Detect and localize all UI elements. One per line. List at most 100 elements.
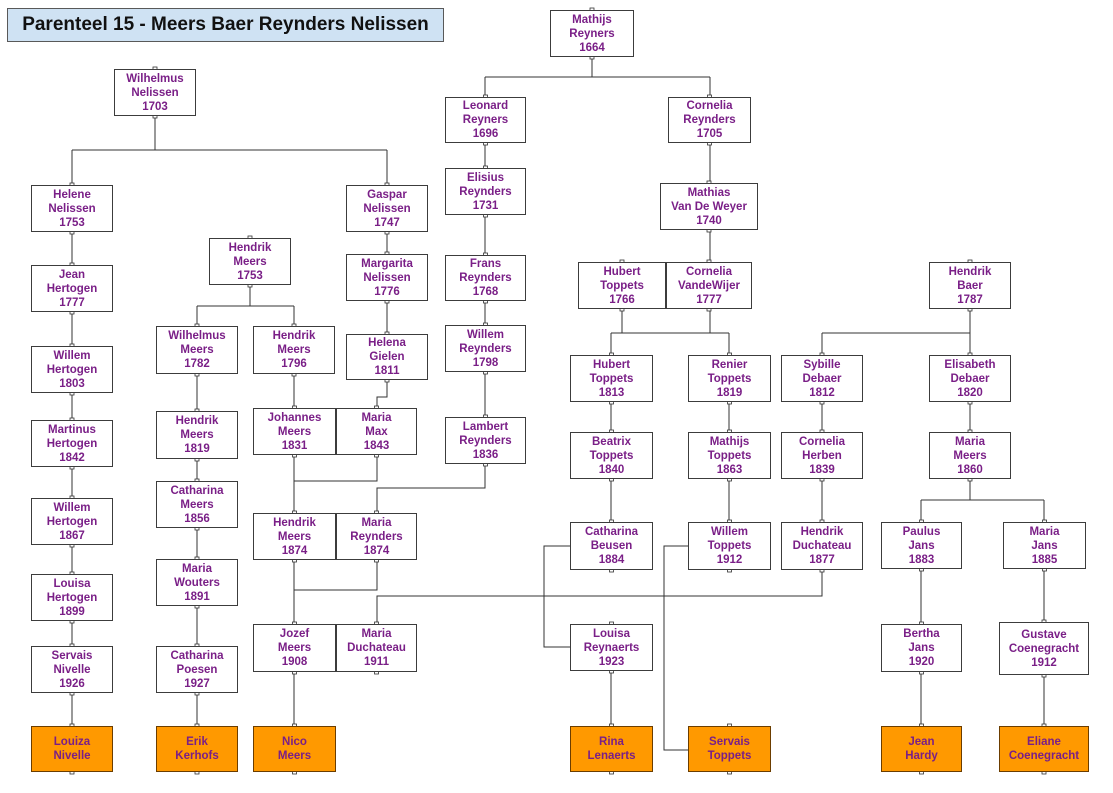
person-box[interactable]: Johannes Meers 1831 bbox=[253, 408, 336, 455]
person-box[interactable]: Servais Nivelle 1926 bbox=[31, 646, 113, 693]
person-box[interactable]: Maria Jans 1885 bbox=[1003, 522, 1086, 569]
person-box[interactable]: Cornelia VandeWijer 1777 bbox=[666, 262, 752, 309]
person-box[interactable]: Gustave Coenegracht 1912 bbox=[999, 622, 1089, 675]
person-box[interactable]: Elisabeth Debaer 1820 bbox=[929, 355, 1011, 402]
person-box[interactable]: Helene Nelissen 1753 bbox=[31, 185, 113, 232]
connector bbox=[376, 570, 823, 624]
person-box[interactable]: Hubert Toppets 1766 bbox=[578, 262, 666, 309]
person-label: Catharina Poesen 1927 bbox=[170, 649, 224, 690]
person-box[interactable]: Bertha Jans 1920 bbox=[881, 624, 962, 672]
person-box[interactable]: Hendrik Meers 1819 bbox=[156, 411, 238, 459]
person-box[interactable]: Hendrik Baer 1787 bbox=[929, 262, 1011, 309]
person-box[interactable]: Martinus Hertogen 1842 bbox=[31, 420, 113, 467]
person-box[interactable]: Mathias Van De Weyer 1740 bbox=[660, 183, 758, 230]
person-label: Hubert Toppets 1766 bbox=[600, 265, 644, 306]
person-box[interactable]: Elisius Reynders 1731 bbox=[445, 168, 526, 215]
person-box[interactable]: Willem Reynders 1798 bbox=[445, 325, 526, 372]
person-box[interactable]: Catharina Meers 1856 bbox=[156, 481, 238, 528]
person-box[interactable]: Hendrik Meers 1796 bbox=[253, 326, 335, 374]
person-box[interactable]: Willem Toppets 1912 bbox=[688, 522, 771, 570]
person-box[interactable]: Helena Gielen 1811 bbox=[346, 334, 428, 380]
person-box[interactable]: Catharina Beusen 1884 bbox=[570, 522, 653, 570]
connector bbox=[293, 560, 378, 624]
person-label: Frans Reynders 1768 bbox=[459, 258, 512, 298]
descendant-box[interactable]: Jean Hardy bbox=[881, 726, 962, 772]
person-label: Catharina Beusen 1884 bbox=[584, 526, 639, 566]
person-box[interactable]: Catharina Poesen 1927 bbox=[156, 646, 238, 693]
person-label: Maria Wouters 1891 bbox=[174, 562, 220, 603]
person-label: Hendrik Meers 1753 bbox=[228, 241, 272, 282]
person-box[interactable]: Frans Reynders 1768 bbox=[445, 255, 526, 301]
person-box[interactable]: Maria Wouters 1891 bbox=[156, 559, 238, 606]
person-label: Jean Hardy bbox=[905, 736, 938, 762]
person-box[interactable]: Leonard Reyners 1696 bbox=[445, 97, 526, 143]
person-box[interactable]: Gaspar Nelissen 1747 bbox=[346, 185, 428, 232]
person-box[interactable]: Cornelia Reynders 1705 bbox=[668, 97, 751, 143]
person-box[interactable]: Sybille Debaer 1812 bbox=[781, 355, 863, 402]
person-box[interactable]: Maria Max 1843 bbox=[336, 408, 417, 455]
person-label: Leonard Reyners 1696 bbox=[462, 100, 509, 140]
person-label: Hendrik Meers 1796 bbox=[272, 330, 316, 370]
person-label: Wilhelmus Nelissen 1703 bbox=[126, 72, 184, 113]
person-label: Erik Kerhofs bbox=[175, 736, 219, 762]
person-label: Hendrik Meers 1874 bbox=[273, 516, 316, 557]
person-label: Rina Lenaerts bbox=[587, 736, 636, 762]
person-box[interactable]: Beatrix Toppets 1840 bbox=[570, 432, 653, 479]
person-box[interactable]: Mathijs Reyners 1664 bbox=[550, 10, 634, 57]
person-box[interactable]: Wilhelmus Meers 1782 bbox=[156, 326, 238, 374]
person-box[interactable]: Lambert Reynders 1836 bbox=[445, 417, 526, 464]
person-box[interactable]: Willem Hertogen 1867 bbox=[31, 498, 113, 545]
person-box[interactable]: Willem Hertogen 1803 bbox=[31, 346, 113, 393]
person-label: Renier Toppets 1819 bbox=[707, 358, 752, 399]
person-label: Mathijs Toppets 1863 bbox=[707, 435, 752, 476]
descendant-box[interactable]: Servais Toppets bbox=[688, 726, 771, 772]
person-box[interactable]: Hendrik Duchateau 1877 bbox=[781, 522, 863, 570]
connector bbox=[821, 309, 971, 355]
person-label: Maria Duchateau 1911 bbox=[347, 628, 406, 668]
person-label: Helene Nelissen 1753 bbox=[48, 188, 96, 229]
person-label: Elisius Reynders 1731 bbox=[459, 171, 512, 212]
person-label: Johannes Meers 1831 bbox=[267, 411, 322, 452]
descendant-box[interactable]: Nico Meers bbox=[253, 726, 336, 772]
person-label: Servais Toppets bbox=[707, 736, 752, 762]
descendant-box[interactable]: Eliane Coenegracht bbox=[999, 726, 1089, 772]
person-label: Margarita Nelissen 1776 bbox=[361, 257, 413, 298]
person-label: Hendrik Baer 1787 bbox=[948, 265, 992, 306]
person-label: Gustave Coenegracht 1912 bbox=[1008, 628, 1080, 669]
person-label: Bertha Jans 1920 bbox=[903, 628, 940, 668]
person-label: Gaspar Nelissen 1747 bbox=[363, 188, 411, 229]
person-label: Mathijs Reyners 1664 bbox=[569, 13, 615, 54]
person-box[interactable]: Hubert Toppets 1813 bbox=[570, 355, 653, 402]
connector bbox=[376, 232, 388, 408]
connector bbox=[610, 309, 730, 355]
person-label: Eliane Coenegracht bbox=[1008, 736, 1080, 762]
person-box[interactable]: Hendrik Meers 1874 bbox=[253, 513, 336, 560]
person-box[interactable]: Maria Duchateau 1911 bbox=[336, 624, 417, 672]
descendant-box[interactable]: Rina Lenaerts bbox=[570, 726, 653, 772]
person-label: Wilhelmus Meers 1782 bbox=[168, 330, 226, 370]
person-box[interactable]: Louisa Hertogen 1899 bbox=[31, 574, 113, 621]
person-box[interactable]: Renier Toppets 1819 bbox=[688, 355, 771, 402]
descendant-box[interactable]: Louiza Nivelle bbox=[31, 726, 113, 772]
person-label: Maria Meers 1860 bbox=[953, 435, 987, 476]
person-label: Louisa Hertogen 1899 bbox=[46, 577, 98, 618]
person-label: Elisabeth Debaer 1820 bbox=[944, 358, 996, 399]
person-box[interactable]: Jean Hertogen 1777 bbox=[31, 265, 113, 312]
person-label: Hendrik Meers 1819 bbox=[175, 415, 219, 455]
person-box[interactable]: Maria Reynders 1874 bbox=[336, 513, 417, 560]
person-label: Lambert Reynders 1836 bbox=[459, 420, 512, 461]
connector bbox=[543, 545, 570, 648]
person-label: Paulus Jans 1883 bbox=[902, 525, 941, 566]
person-box[interactable]: Louisa Reynaerts 1923 bbox=[570, 624, 653, 671]
person-box[interactable]: Wilhelmus Nelissen 1703 bbox=[114, 69, 196, 116]
person-box[interactable]: Hendrik Meers 1753 bbox=[209, 238, 291, 285]
person-box[interactable]: Cornelia Herben 1839 bbox=[781, 432, 863, 479]
person-label: Willem Reynders 1798 bbox=[459, 328, 512, 369]
person-box[interactable]: Mathijs Toppets 1863 bbox=[688, 432, 771, 479]
person-box[interactable]: Paulus Jans 1883 bbox=[881, 522, 962, 569]
descendant-box[interactable]: Erik Kerhofs bbox=[156, 726, 238, 772]
person-box[interactable]: Jozef Meers 1908 bbox=[253, 624, 336, 672]
person-box[interactable]: Margarita Nelissen 1776 bbox=[346, 254, 428, 301]
person-box[interactable]: Maria Meers 1860 bbox=[929, 432, 1011, 479]
